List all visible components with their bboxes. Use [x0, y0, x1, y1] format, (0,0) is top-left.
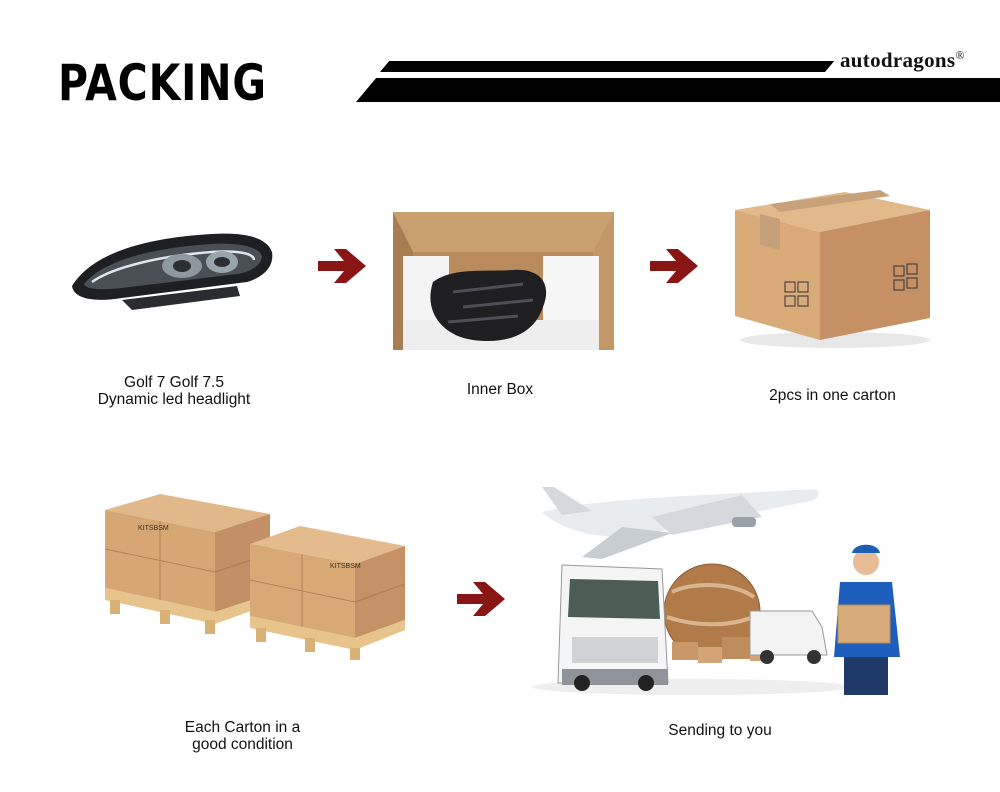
registered-mark: ® [955, 48, 965, 62]
shipping-image [522, 487, 907, 707]
pallets-image: KITSBSM KITSBSM [100, 492, 406, 667]
brand-logo: autodragons® [840, 48, 965, 73]
caption-line: 2pcs in one carton [769, 387, 896, 404]
caption-shipping: Sending to you [640, 722, 800, 739]
caption-line: good condition [192, 736, 293, 753]
headlight-image [62, 224, 277, 329]
caption-inner-box: Inner Box [430, 381, 570, 398]
caption-line: Each Carton in a [184, 719, 301, 736]
carton-label: KITSBSM [138, 525, 169, 532]
carton-image [730, 190, 935, 355]
header-stripe-thick [356, 78, 1000, 102]
caption-headlight: Golf 7 Golf 7.5 Dynamic led headlight [74, 374, 274, 408]
right-arrow-icon [650, 249, 698, 283]
carton-label: KITSBSM [330, 563, 361, 570]
right-arrow-icon [457, 582, 505, 616]
caption-line: Inner Box [466, 381, 534, 398]
right-arrow-icon [318, 249, 366, 283]
caption-line: Golf 7 Golf 7.5 [124, 374, 224, 391]
caption-carton: 2pcs in one carton [750, 387, 915, 404]
caption-pallets: Each Carton in a good condition [160, 719, 325, 753]
page-title: PACKING [58, 54, 267, 112]
header-stripe-thin [380, 61, 835, 72]
inner-box-image [393, 212, 614, 355]
caption-line: Dynamic led headlight [97, 391, 251, 408]
caption-line: Sending to you [668, 722, 772, 739]
brand-name: autodragons [840, 48, 956, 72]
